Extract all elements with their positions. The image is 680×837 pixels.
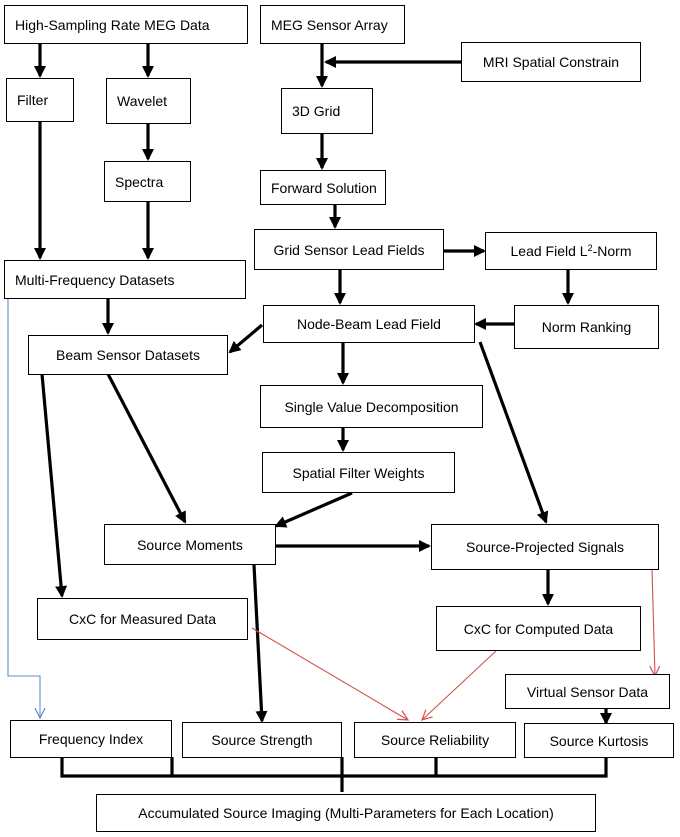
- node-source-strength: Source Strength: [182, 722, 342, 758]
- node-3d-grid: 3D Grid: [281, 88, 373, 134]
- node-mri-spatial-constrain: MRI Spatial Constrain: [461, 42, 641, 82]
- node-frequency-index: Frequency Index: [10, 720, 172, 758]
- arrow-cxccomputed-reliability: [422, 650, 497, 720]
- node-virtual-sensor-data: Virtual Sensor Data: [505, 674, 670, 709]
- node-cxc-measured-data: CxC for Measured Data: [37, 598, 248, 640]
- bracket-to-accumulated: [60, 757, 608, 778]
- lead-norm-prefix: Lead Field L: [510, 243, 588, 259]
- arrow-projected-virtual: [652, 568, 655, 676]
- arrow-cxcmeasured-reliability: [251, 627, 408, 720]
- node-multi-frequency-datasets: Multi-Frequency Datasets: [4, 260, 246, 299]
- node-beam-sensor-datasets: Beam Sensor Datasets: [28, 335, 228, 375]
- arrow-beam-cxcmeasured: [40, 373, 68, 598]
- arrow-beam-moments: [106, 373, 187, 524]
- node-source-reliability: Source Reliability: [354, 722, 516, 758]
- node-source-kurtosis: Source Kurtosis: [524, 723, 674, 758]
- node-meg-sensor-array: MEG Sensor Array: [260, 5, 405, 44]
- node-high-sampling: High-Sampling Rate MEG Data: [4, 5, 248, 44]
- arrow-moments-strength: [252, 564, 268, 723]
- arrow-sfw-sourcemoments: [274, 491, 353, 528]
- node-grid-sensor-lead-fields: Grid Sensor Lead Fields: [254, 229, 444, 270]
- node-norm-ranking: Norm Ranking: [514, 305, 659, 349]
- node-source-moments: Source Moments: [104, 524, 276, 565]
- node-wavelet: Wavelet: [106, 78, 191, 124]
- node-accumulated-source-imaging: Accumulated Source Imaging (Multi-Parame…: [96, 794, 596, 832]
- node-spatial-filter-weights: Spatial Filter Weights: [262, 452, 455, 493]
- node-spectra: Spectra: [104, 161, 191, 202]
- node-single-value-decomposition: Single Value Decomposition: [260, 385, 483, 428]
- node-source-projected-signals: Source-Projected Signals: [431, 524, 659, 570]
- node-filter: Filter: [6, 78, 74, 122]
- arrow-multifreq-freqindex: [7, 298, 40, 718]
- node-node-beam-lead-field: Node-Beam Lead Field: [263, 305, 475, 343]
- lead-norm-suffix: -Norm: [592, 243, 632, 259]
- arrow-nodebeam-projected: [478, 341, 549, 524]
- lead-norm-superscript: 2: [587, 242, 593, 253]
- node-forward-solution: Forward Solution: [260, 170, 386, 205]
- arrow-nodebeam-beamsensor: [228, 323, 264, 354]
- node-cxc-computed-data: CxC for Computed Data: [436, 606, 641, 651]
